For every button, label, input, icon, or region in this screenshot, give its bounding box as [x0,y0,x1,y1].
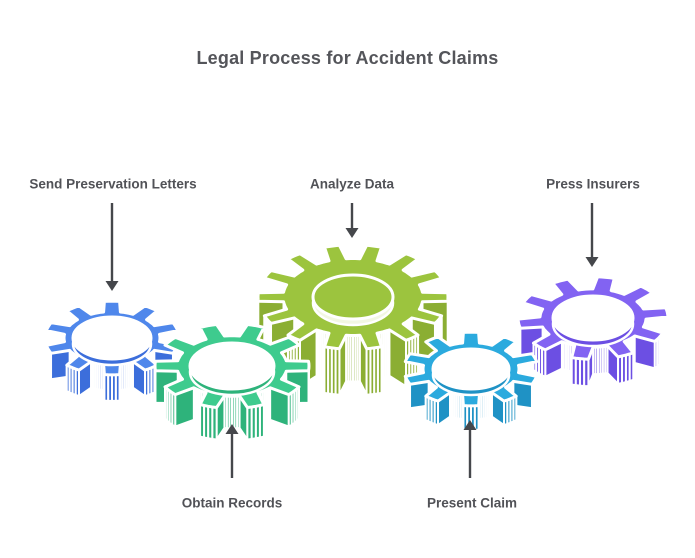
label-send-preservation-letters: Send Preservation Letters [29,176,197,192]
gear-present-claim [403,330,539,431]
gear-wall [107,373,113,402]
gear-obtain-records [153,323,311,441]
gear-wall [407,381,412,410]
gear-wall [287,391,293,428]
gear-wall [171,391,177,428]
gear-wall [334,347,341,396]
gear-hole [71,315,153,361]
arrow-present-claim [463,420,477,478]
arrow-obtain-records [225,424,239,478]
gear-hole [188,341,276,391]
gear-wall [530,381,535,410]
gear-wall [541,347,547,378]
gear-wall [74,367,80,398]
label-obtain-records: Obtain Records [181,495,283,511]
gear-hole [551,294,635,342]
gear-wall [365,347,372,396]
gear-wall [583,357,590,388]
label-analyze-data: Analyze Data [309,176,395,192]
gear-send-preservation-letters [44,299,180,402]
page-title: Legal Process for Accident Claims [196,48,499,68]
arrow-send-preservation-letters [105,203,119,291]
gear-wall [349,334,354,383]
gear-wall [48,350,53,381]
gear-wall [231,395,236,430]
gear-wall [246,405,253,441]
arrow-head-icon [345,228,359,238]
gear-wall [433,398,439,427]
gear-wall [653,338,659,370]
gear-analyze-data [256,243,450,396]
arrow-head-icon [463,420,477,430]
arrow-head-icon [225,424,239,434]
gear-press-insurers [516,275,670,388]
arrow-head-icon [105,281,119,291]
gear-hole [311,273,395,321]
gear-wall [617,355,624,385]
label-press-insurers: Press Insurers [546,176,640,192]
arrow-press-insurers [585,203,599,267]
gear-wall [144,367,150,398]
arrow-head-icon [585,257,599,267]
gear-wall [211,405,218,441]
arrow-analyze-data [345,203,359,238]
gear-wall [503,398,509,427]
gear-hole [431,347,511,391]
label-present-claim: Present Claim [426,495,518,511]
